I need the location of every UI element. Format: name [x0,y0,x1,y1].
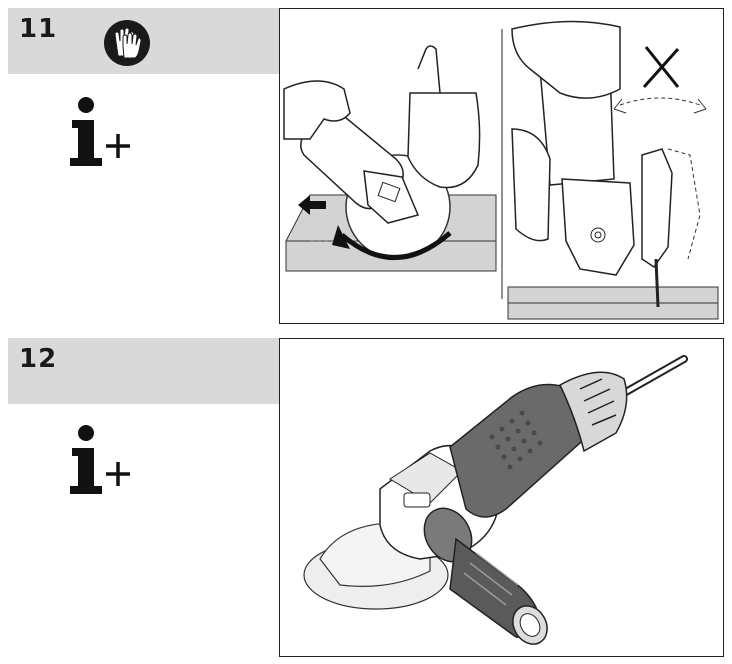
protective-gloves-icon [104,20,150,66]
step-12-header: 12 [8,338,279,404]
figure-cutting-direction [279,8,724,324]
info-plus-icon [66,96,136,176]
step-number: 12 [19,344,58,374]
info-plus-icon [66,424,136,504]
figure-angle-grinder [279,338,724,657]
step-11-header: 11 [8,8,279,74]
step-number: 11 [19,14,58,44]
